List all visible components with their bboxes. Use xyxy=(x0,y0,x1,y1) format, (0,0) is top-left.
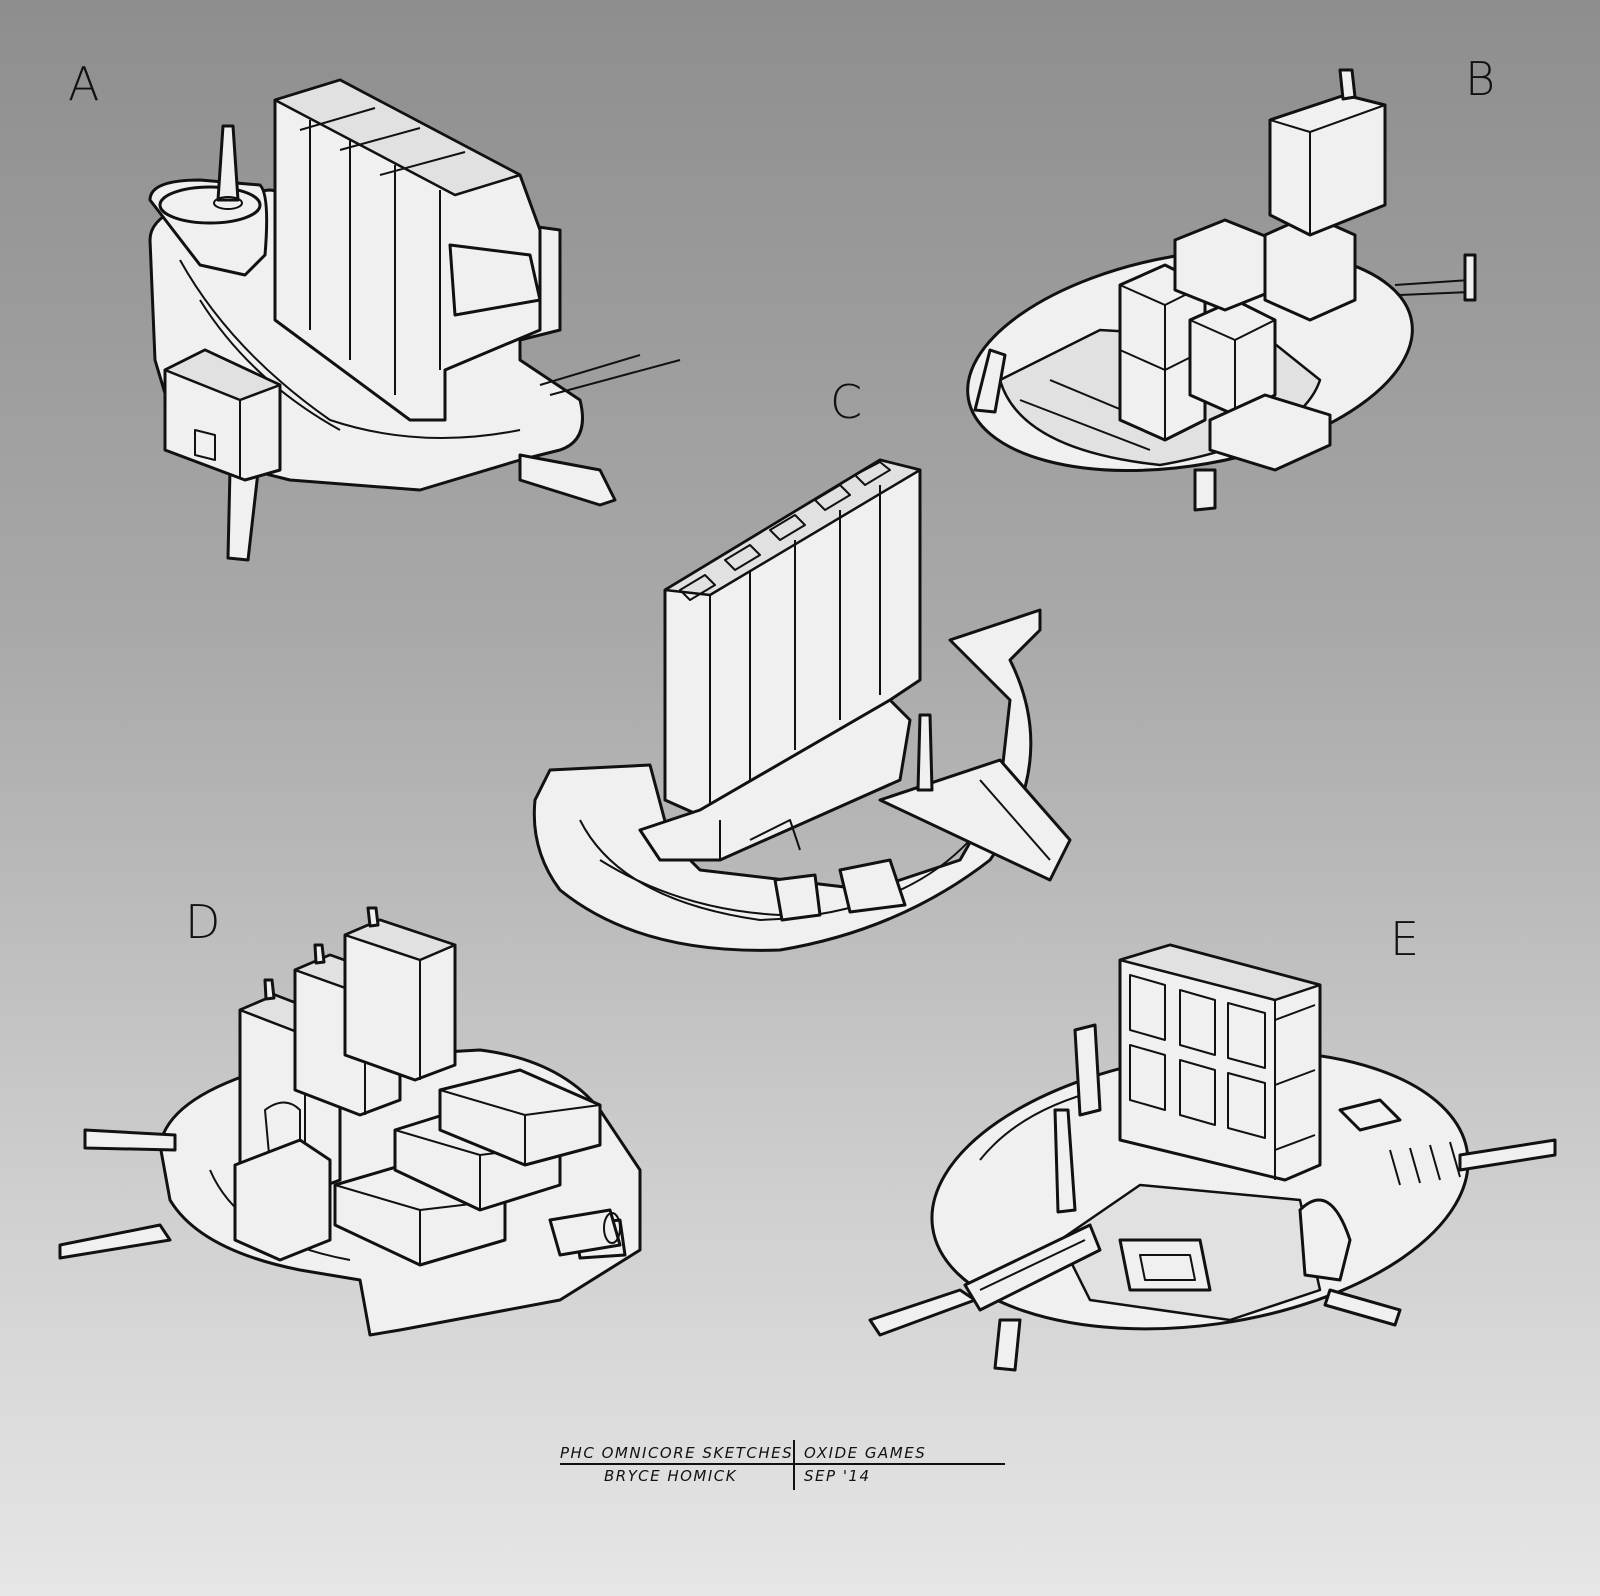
sketch-label-b: B xyxy=(1465,52,1495,106)
sketch-c: C xyxy=(532,375,1072,952)
sketch-b: B xyxy=(966,52,1495,512)
sketch-label-c: C xyxy=(830,375,862,429)
sketch-caption: PHC OMNICORE SKETCHES BRYCE HOMICK OXIDE… xyxy=(560,1440,1005,1490)
sketch-label-e: E xyxy=(1390,912,1419,966)
caption-date: SEP '14 xyxy=(804,1467,871,1485)
caption-title: PHC OMNICORE SKETCHES xyxy=(560,1444,793,1462)
sketch-a: A xyxy=(68,57,681,562)
caption-studio: OXIDE GAMES xyxy=(804,1444,926,1462)
sketch-label-a: A xyxy=(68,57,99,111)
sketch-d: D xyxy=(58,895,642,1337)
caption-artist: BRYCE HOMICK xyxy=(604,1467,737,1485)
sketch-label-d: D xyxy=(185,895,220,949)
sketch-e: E xyxy=(868,912,1557,1372)
